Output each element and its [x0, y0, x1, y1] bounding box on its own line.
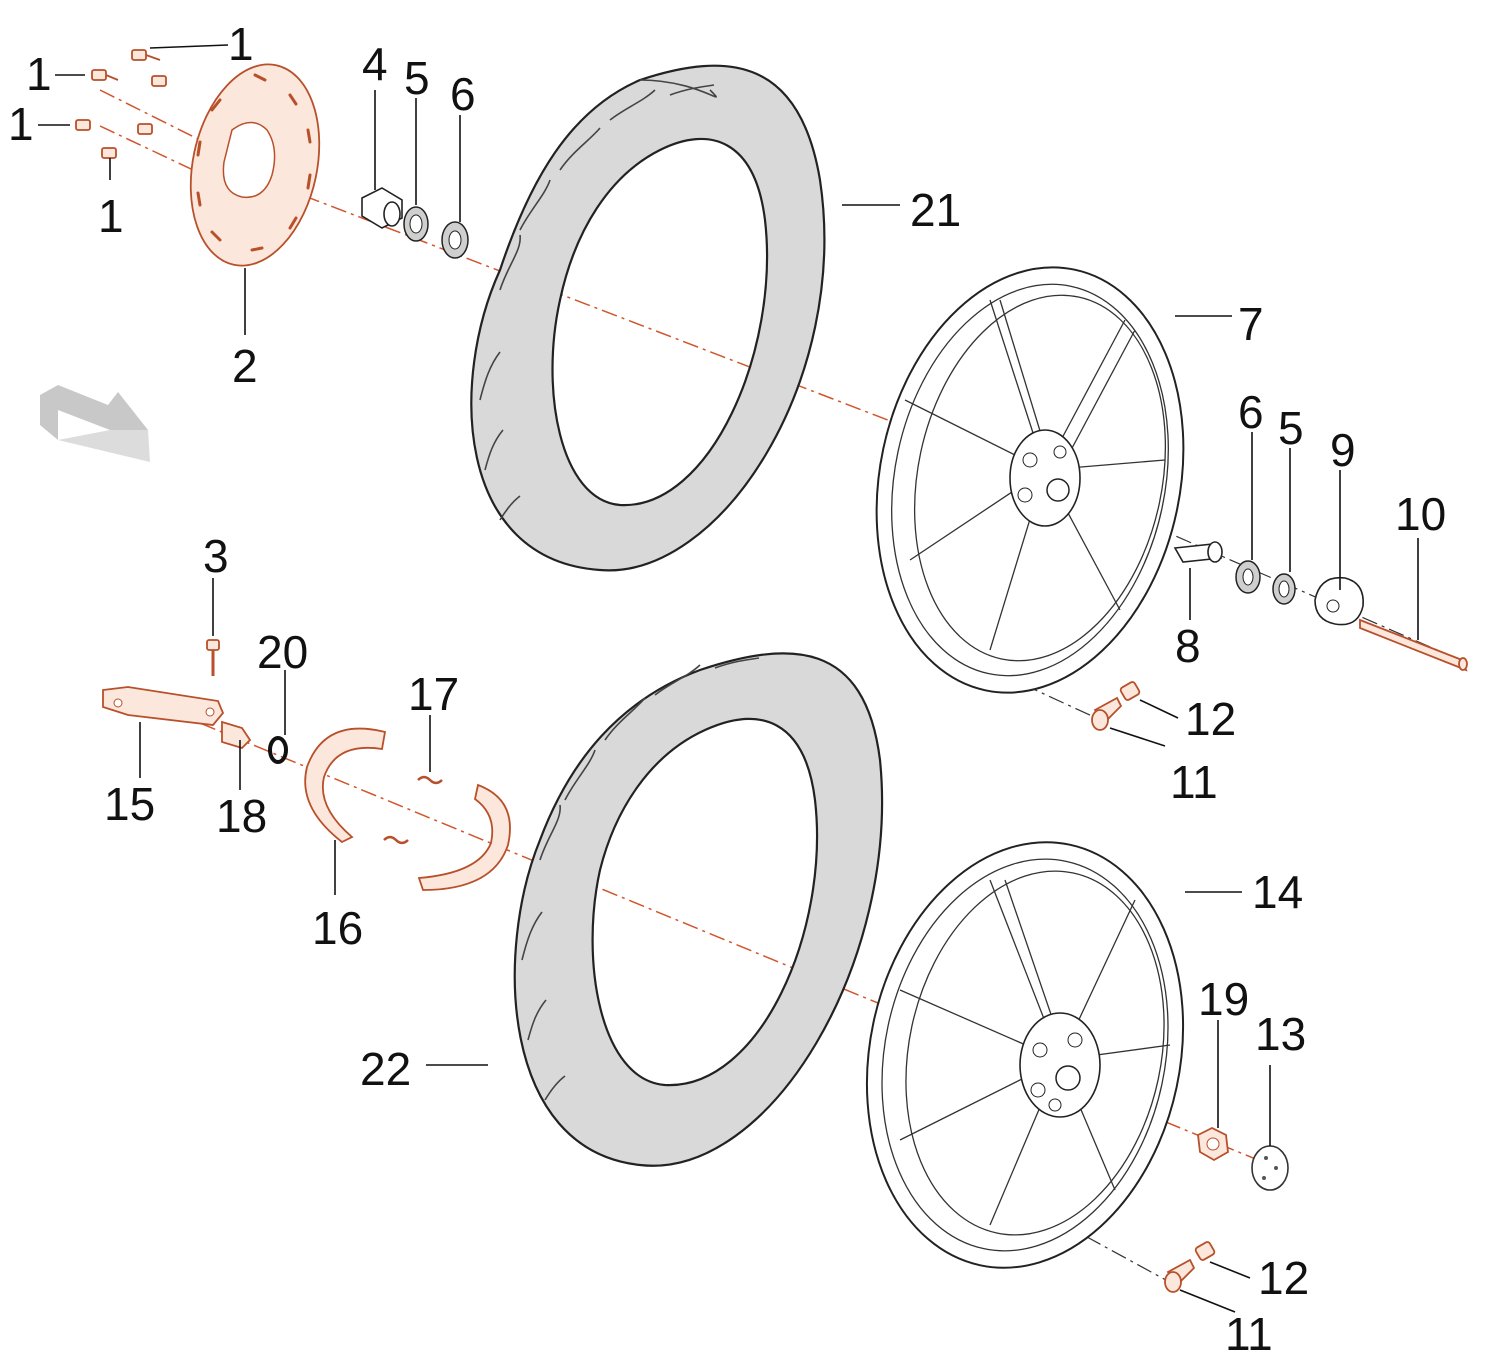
callout-16: 16: [312, 902, 363, 954]
brake-disc-icon: [189, 63, 321, 267]
callout-15: 15: [104, 778, 155, 830]
axle-shaft-icon: [1359, 618, 1468, 672]
bolt-group: [75, 49, 167, 159]
speedometer-gear-icon: [1314, 576, 1364, 626]
oil-seal-icon: [403, 206, 429, 242]
front-tire-icon: [470, 64, 826, 572]
bolt-icon: [137, 123, 153, 135]
axle-nut-icon: [1197, 1126, 1229, 1162]
callout-14: 14: [1252, 866, 1303, 918]
callout-13: 13: [1255, 1008, 1306, 1060]
callout-9: 9: [1330, 424, 1356, 476]
callout-2: 2: [232, 340, 258, 392]
brake-cam-icon: [221, 720, 252, 750]
callout-10: 10: [1395, 488, 1446, 540]
valve-axis-front: [969, 659, 1106, 723]
callout-11: 11: [1225, 1308, 1273, 1360]
callout-12: 12: [1258, 1252, 1309, 1304]
hub-cover-icon: [1251, 1145, 1289, 1191]
callout-7: 7: [1238, 298, 1264, 350]
callout-19: 19: [1198, 973, 1249, 1025]
bolt-icon: [101, 147, 117, 159]
brake-arm-icon: [102, 686, 225, 726]
callout-1: 1: [26, 48, 52, 100]
callout-1: 1: [228, 18, 254, 70]
callout-5: 5: [1278, 402, 1304, 454]
o-ring-icon: [268, 736, 288, 764]
valve-stem-icon: [1091, 696, 1123, 731]
callout-21: 21: [910, 184, 961, 236]
callout-12: 12: [1185, 693, 1236, 745]
callout-8: 8: [1175, 620, 1201, 672]
bolt-icon: [151, 75, 167, 87]
callout-17: 17: [408, 668, 459, 720]
callout-11: 11: [1170, 756, 1218, 808]
bearing-icon: [1235, 560, 1261, 594]
spacer-icon: [361, 187, 403, 229]
rear-rim-icon: [865, 841, 1185, 1269]
leader-lines: [38, 44, 1419, 1313]
callout-5: 5: [404, 52, 430, 104]
callout-6: 6: [450, 68, 476, 120]
callout-3: 3: [203, 530, 229, 582]
callout-22: 22: [360, 1043, 411, 1095]
brake-bolt-icon: [206, 639, 220, 676]
brake-shoe-icon: [417, 783, 511, 891]
bearing-icon: [441, 221, 469, 259]
callout-1: 1: [98, 190, 124, 242]
axle-spacer-icon: [1173, 541, 1223, 563]
brake-shoe-icon: [304, 727, 387, 844]
direction-arrow-icon: [40, 385, 150, 462]
bolt-icon: [75, 119, 91, 131]
valve-cap-icon: [1119, 681, 1141, 701]
spring-icon: [383, 775, 443, 845]
bolt-icon: [91, 69, 119, 81]
callout-1: 1: [8, 98, 34, 150]
rear-tire-icon: [513, 652, 884, 1167]
callout-6: 6: [1238, 386, 1264, 438]
valve-cap-icon: [1194, 1241, 1216, 1261]
valve-stem-icon: [1164, 1258, 1196, 1293]
front-rim-icon: [875, 266, 1185, 694]
callout-18: 18: [216, 790, 267, 842]
bolt-axis-b: [99, 125, 226, 186]
oil-seal-icon: [1272, 573, 1296, 605]
callout-20: 20: [257, 626, 308, 678]
callout-labels: 1 1 1 1 2 3 4 5 6 21 7 6 5 9 10 8 12 11 …: [8, 18, 1446, 1360]
callout-4: 4: [362, 38, 388, 90]
bolt-icon: [131, 49, 161, 61]
